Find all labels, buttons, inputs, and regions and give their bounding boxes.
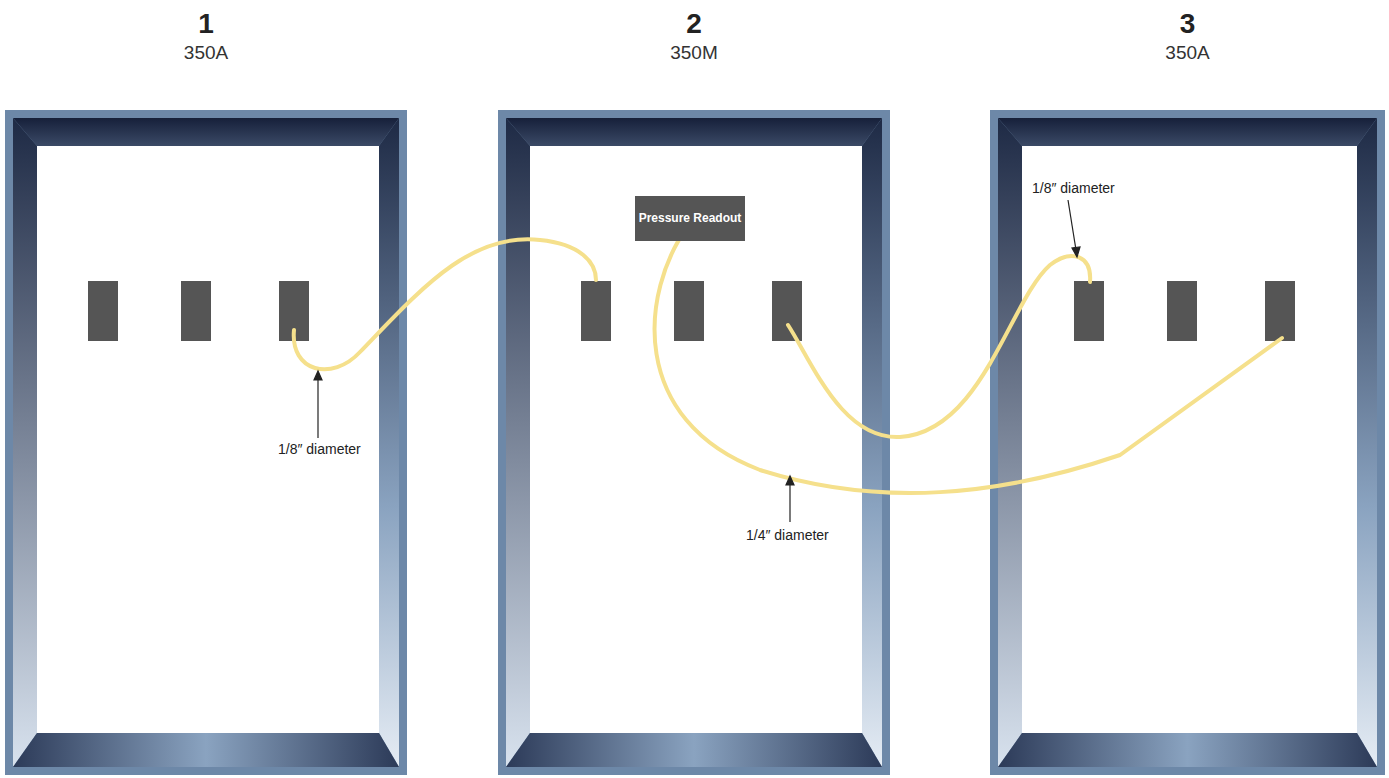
frame-bevel xyxy=(13,118,37,767)
frame-bevel xyxy=(998,118,1377,146)
frame-bevel xyxy=(1357,118,1377,767)
frame-bevel xyxy=(998,733,1377,767)
model-name: 350A xyxy=(990,42,1385,64)
frame-bevel xyxy=(506,118,882,146)
frame-bevel xyxy=(379,118,399,767)
frame-bevel xyxy=(13,733,399,767)
cabinet-interior xyxy=(530,146,862,733)
frame-bevel xyxy=(13,118,399,146)
cabinet-frame xyxy=(498,110,890,775)
frame-bevel xyxy=(998,118,1022,767)
cabinet-number: 1 xyxy=(5,9,407,39)
cabinet-interior xyxy=(1022,146,1357,733)
tubing xyxy=(294,226,1282,493)
cabinet-interior xyxy=(37,146,379,733)
frame-bevel xyxy=(506,733,882,767)
dimension-label: 1/8″ diameter xyxy=(276,441,363,458)
cabinet-number: 2 xyxy=(498,9,890,39)
module-block xyxy=(88,281,1295,341)
model-name: 350M xyxy=(498,42,890,64)
cabinet-number: 3 xyxy=(990,9,1385,39)
frame-bevel xyxy=(862,118,882,767)
model-name: 350A xyxy=(5,42,407,64)
dimension-label: 1/4″ diameter xyxy=(744,527,831,544)
leader-arrow xyxy=(314,200,1080,522)
cabinet: 3350A xyxy=(990,110,1385,775)
pressure-readout-box: Pressure Readout xyxy=(635,196,745,241)
cabinet-frame xyxy=(5,110,407,775)
frame-bevel xyxy=(506,118,530,767)
cabinet-frame xyxy=(990,110,1385,775)
cabinet: 2350MPressure Readout xyxy=(498,110,890,775)
readout-label: Pressure Readout xyxy=(639,211,742,226)
dimension-label: 1/8″ diameter xyxy=(1030,180,1117,197)
